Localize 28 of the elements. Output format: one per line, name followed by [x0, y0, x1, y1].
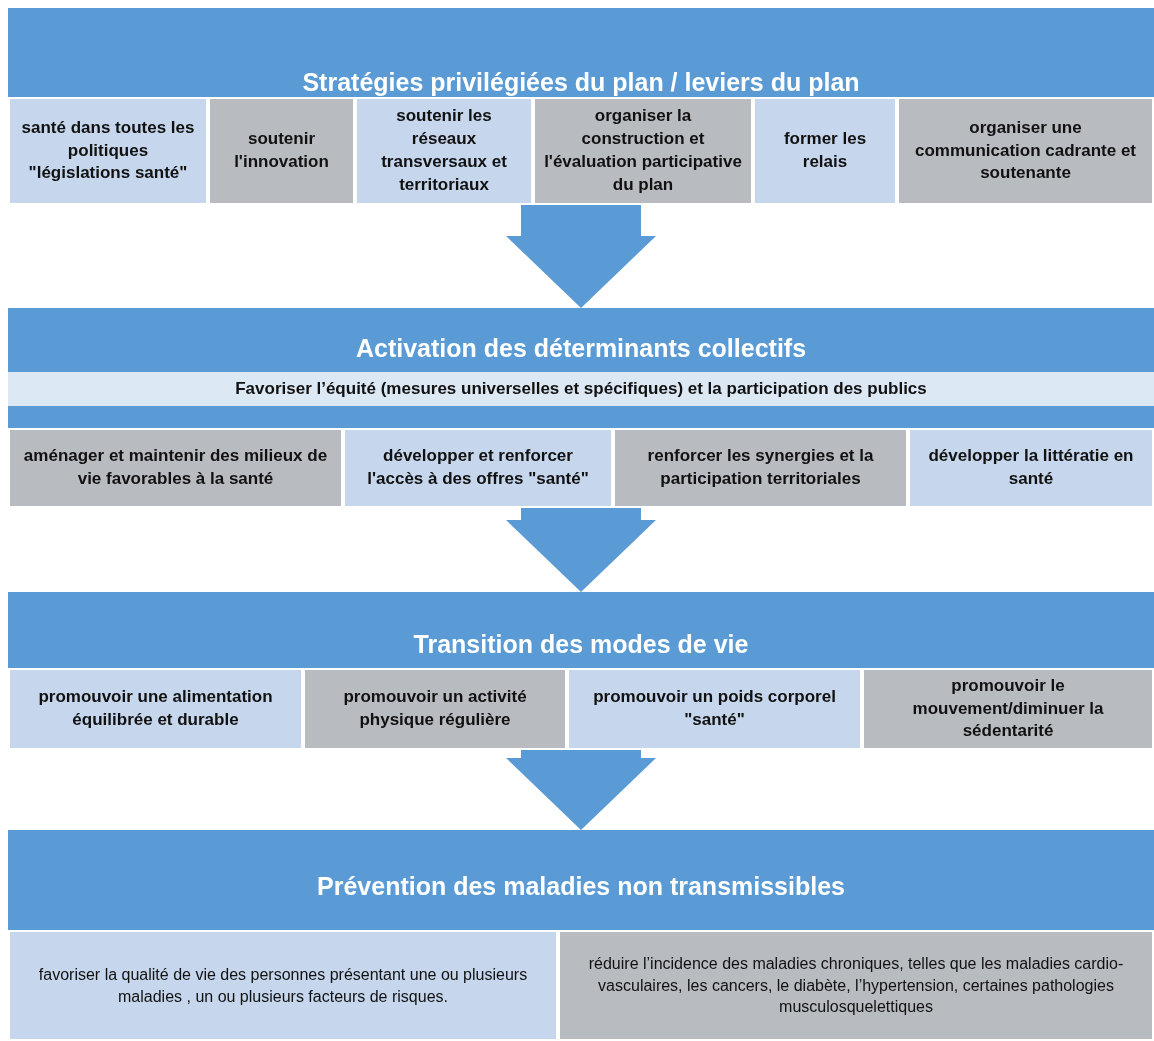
text-panel: santé dans toutes les politiques "législations santé"	[8, 97, 208, 205]
text-panel: soutenir l'innovation	[208, 97, 355, 205]
text-panel: promouvoir une alimentation équilibrée et durable	[8, 668, 303, 750]
text-panel: soutenir les réseaux transversaux et territoriaux	[355, 97, 533, 205]
band-panel	[8, 8, 1154, 205]
arrow	[506, 205, 656, 308]
band-title: Prévention des maladies non transmissibles	[316, 872, 846, 901]
text-panel: développer la littératie en santé	[908, 428, 1154, 508]
text-panel: renforcer les synergies et la participation territoriales	[613, 428, 908, 508]
text-panel: promouvoir un activité physique régulière	[303, 668, 567, 750]
text-panel: réduire l’incidence des maladies chroniques, telles que les maladies cardio-vasculaires, les cancers, le diabète, l’hypertension, certaines pathologies musculosquelettiques	[558, 930, 1154, 1041]
text-panel: aménager et maintenir des milieux de vie favorables à la santé	[8, 428, 343, 508]
arrow	[506, 508, 656, 592]
text-panel: organiser la construction et l'évaluation participative du plan	[533, 97, 753, 205]
text-panel: former les relais	[753, 97, 897, 205]
text-panel: promouvoir le mouvement/diminuer la sédentarité	[862, 668, 1154, 750]
text-panel: développer et renforcer l'accès à des offres "santé"	[343, 428, 613, 508]
band-panel	[8, 308, 1154, 508]
arrow	[506, 750, 656, 830]
band-panel	[8, 592, 1154, 750]
band-title: Transition des modes de vie	[412, 630, 750, 659]
text-panel: promouvoir un poids corporel "santé"	[567, 668, 862, 750]
band-title: Stratégies privilégiées du plan / leviers du plan	[301, 68, 861, 97]
text-panel: organiser une communication cadrante et soutenante	[897, 97, 1154, 205]
text-panel: favoriser la qualité de vie des personnes présentant une ou plusieurs maladies , un ou plusieurs facteurs de risques.	[8, 930, 558, 1041]
banner-panel: Favoriser l’équité (mesures universelles et spécifiques) et la participation des publics	[8, 372, 1154, 406]
band-title: Activation des déterminants collectifs	[354, 334, 808, 363]
band-panel	[8, 830, 1154, 1041]
